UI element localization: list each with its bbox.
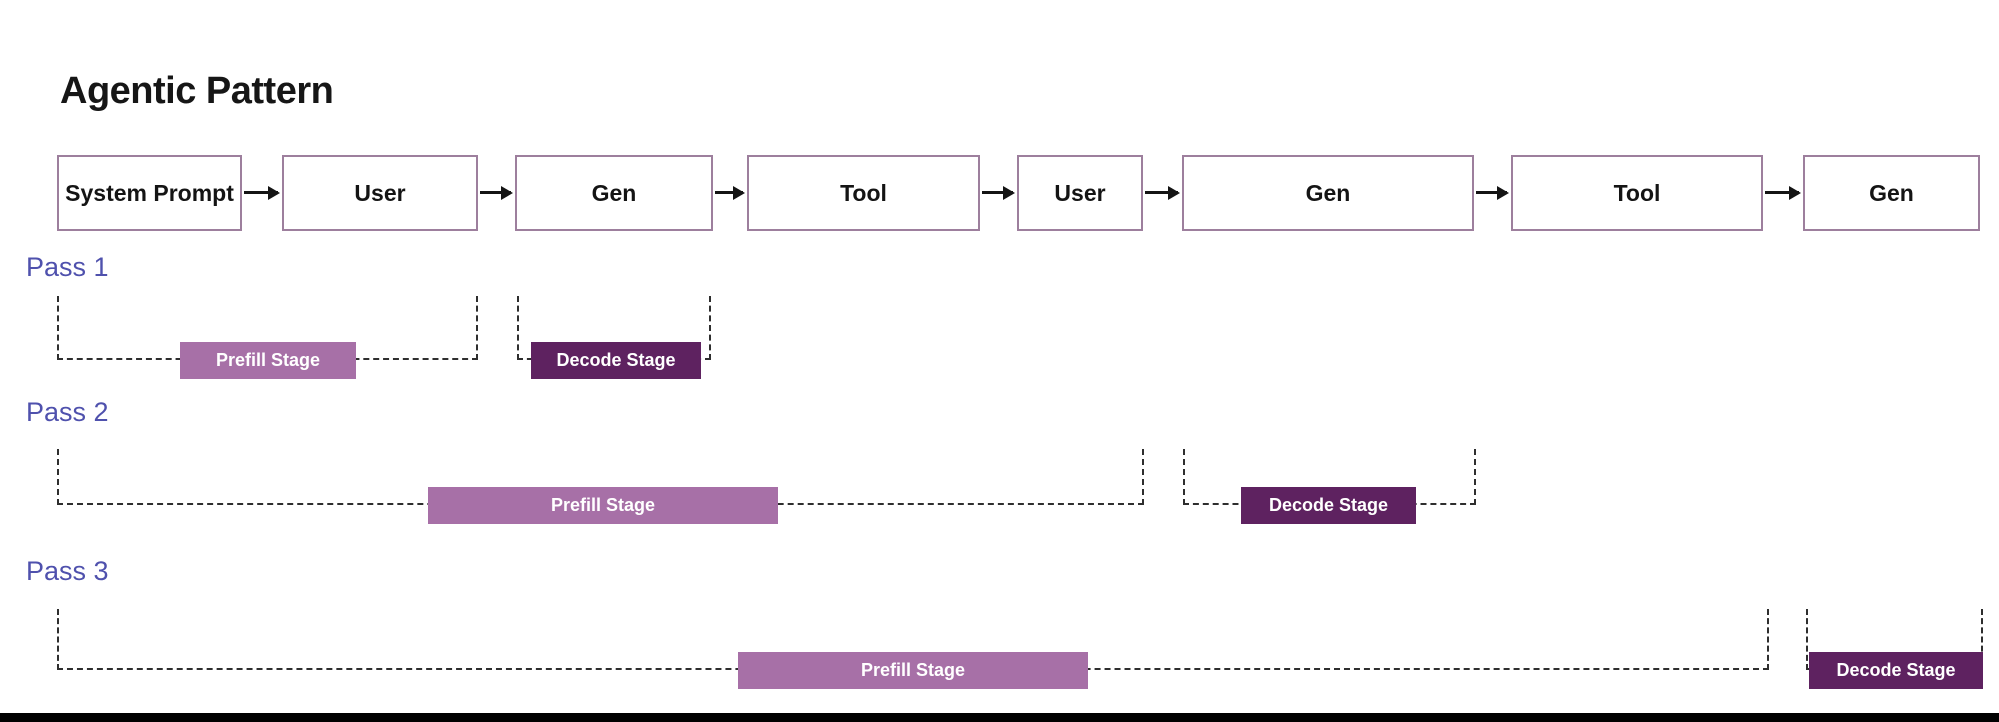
flow-box-tool-1: Tool (747, 155, 980, 231)
arrow-right-icon (480, 185, 513, 200)
pass-2-prefill-stage-bar: Prefill Stage (428, 487, 778, 524)
bottom-black-bar (0, 713, 1999, 722)
pass-2-label: Pass 2 (26, 397, 109, 427)
flow-box-gen-1: Gen (515, 155, 713, 231)
page-title: Agentic Pattern (60, 70, 334, 112)
arrow-right-icon (1145, 185, 1180, 200)
flow-box-gen-3: Gen (1803, 155, 1980, 231)
flow-box-tool-2: Tool (1511, 155, 1763, 231)
arrow-right-icon (982, 185, 1015, 200)
arrow-right-icon (244, 185, 280, 200)
arrow-right-icon (715, 185, 745, 200)
flow-box-user-1: User (282, 155, 478, 231)
pass-1-label: Pass 1 (26, 252, 109, 282)
flow-box-system-prompt: System Prompt (57, 155, 242, 231)
pass-2-decode-stage-bar: Decode Stage (1241, 487, 1416, 524)
arrow-right-icon (1476, 185, 1509, 200)
pass-3-prefill-stage-bar: Prefill Stage (738, 652, 1088, 689)
flow-box-gen-2: Gen (1182, 155, 1474, 231)
pass-1-decode-stage-bar: Decode Stage (531, 342, 701, 379)
arrow-right-icon (1765, 185, 1801, 200)
pass-1-prefill-stage-bar: Prefill Stage (180, 342, 356, 379)
pass-3-decode-stage-bar: Decode Stage (1809, 652, 1983, 689)
pass-3-label: Pass 3 (26, 556, 109, 586)
flow-box-user-2: User (1017, 155, 1143, 231)
